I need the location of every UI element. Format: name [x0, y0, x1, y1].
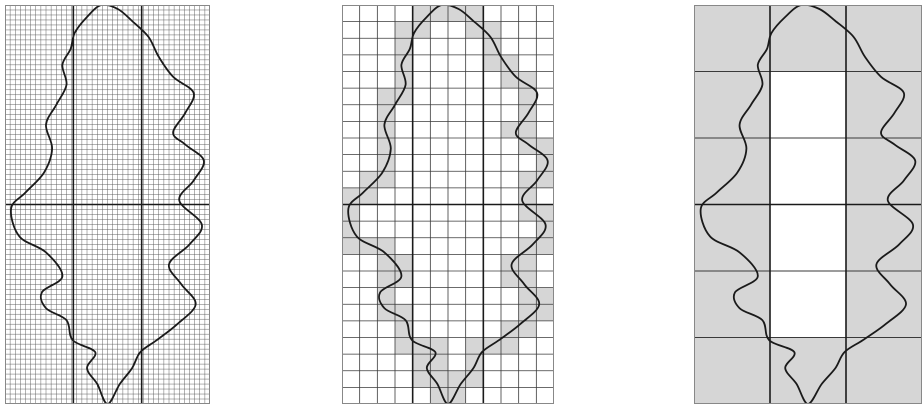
grid-cell-shaded — [342, 205, 360, 222]
grid-cell-shaded — [694, 138, 770, 205]
grid-cell-shaded — [483, 22, 501, 39]
grid-cell-shaded — [377, 238, 395, 255]
grid-cell-shaded — [536, 205, 554, 222]
grid-cell-shaded — [694, 338, 770, 405]
grid-cell-shaded — [770, 338, 846, 405]
grid-cell-shaded — [413, 371, 431, 388]
grid-cell-shaded — [694, 72, 770, 139]
grid-cell-shaded — [519, 88, 537, 105]
grid-cell-shaded — [501, 321, 519, 338]
grid-cell-shaded — [536, 238, 554, 255]
grid-cell-shaded — [342, 188, 360, 205]
grid-cell-shaded — [430, 338, 448, 355]
grid-cell-shaded — [413, 5, 431, 22]
grid-cell-shaded — [519, 288, 537, 305]
grid-cell-shaded — [466, 371, 484, 388]
grid-cell-shaded — [519, 238, 537, 255]
grid-cell-shaded — [360, 171, 378, 188]
grid-cell-shaded — [377, 138, 395, 155]
grid-cell-shaded — [430, 5, 448, 22]
grid-cell-shaded — [377, 171, 395, 188]
grid-cell-shaded — [377, 254, 395, 271]
grid-cell-shaded — [466, 338, 484, 355]
fine-grid-panel — [5, 5, 210, 404]
grid-cell-shaded — [501, 72, 519, 89]
grid-cell-shaded — [483, 55, 501, 72]
grid-cell-shaded — [342, 238, 360, 255]
grid-cell-shaded — [395, 338, 413, 355]
grid-cell-shaded — [360, 188, 378, 205]
grid-cell-shaded — [770, 5, 846, 72]
grid-cell-shaded — [466, 5, 484, 22]
grid-cell-shaded — [519, 254, 537, 271]
grid-cell-shaded — [501, 338, 519, 355]
grid-cell-shaded — [501, 254, 519, 271]
grid-cell-shaded — [395, 254, 413, 271]
grid-cell-shaded — [377, 155, 395, 172]
grid-cell-shaded — [846, 338, 922, 405]
grid-cell-shaded — [846, 271, 922, 338]
coarse-grid-leaf — [694, 5, 922, 404]
grid-cell-shaded — [377, 88, 395, 105]
grid-cell-shaded — [846, 205, 922, 272]
grid-cell-shaded — [395, 271, 413, 288]
coarse-grid-panel — [694, 5, 922, 404]
medium-grid-panel — [342, 5, 554, 404]
medium-grid-leaf — [342, 5, 554, 404]
grid-cell-shaded — [846, 72, 922, 139]
grid-cell-shaded — [430, 354, 448, 371]
grid-cell-shaded — [466, 22, 484, 39]
grid-cell-shaded — [694, 271, 770, 338]
grid-cell-shaded — [448, 371, 466, 388]
grid-cell-shaded — [846, 5, 922, 72]
grid-cell-shaded — [536, 171, 554, 188]
fine-grid-leaf — [5, 5, 210, 404]
grid-cell-shaded — [466, 354, 484, 371]
grid-cell-shaded — [395, 22, 413, 39]
grid-cell-shaded — [694, 205, 770, 272]
